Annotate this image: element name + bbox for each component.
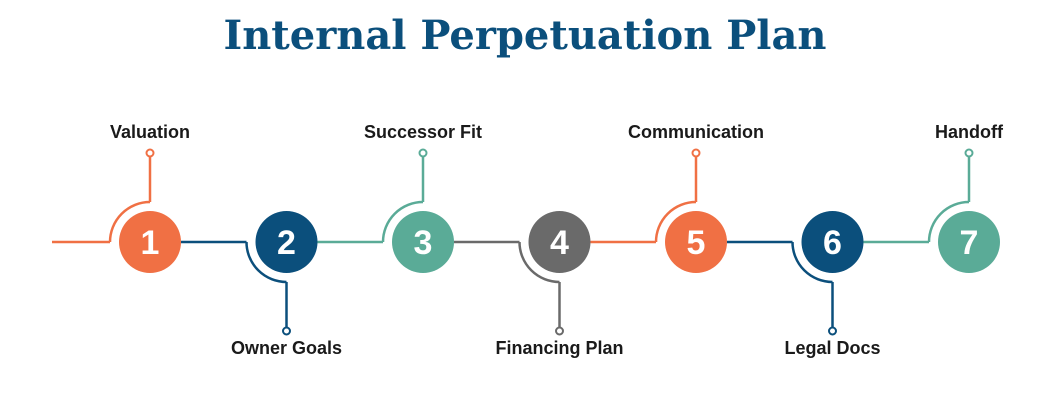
- page-title: Internal Perpetuation Plan: [223, 12, 827, 59]
- step-number-4: 4: [550, 224, 569, 262]
- step-marker-dot-7: [964, 148, 974, 158]
- step-marker-dot-1: [145, 148, 155, 158]
- step-label-4: Financing Plan: [495, 338, 623, 358]
- step-marker-dot-2: [282, 326, 291, 336]
- step-label-7: Handoff: [935, 122, 1004, 142]
- step-circle-3: [392, 211, 454, 273]
- step-arc-6: [791, 241, 833, 284]
- step-number-2: 2: [277, 224, 296, 262]
- step-label-5: Communication: [628, 122, 764, 142]
- step-label-2: Owner Goals: [231, 338, 342, 358]
- step-circle-6: [801, 211, 864, 273]
- step-circle-2: [255, 211, 318, 273]
- step-number-3: 3: [414, 224, 433, 262]
- step-marker-dot-3: [418, 148, 428, 158]
- step-circle-4: [528, 211, 591, 273]
- step-number-1: 1: [141, 224, 160, 262]
- step-circle-1: [119, 211, 181, 273]
- step-number-7: 7: [960, 224, 979, 262]
- step-arc-4: [518, 241, 560, 284]
- step-circle-5: [665, 211, 727, 273]
- step-label-1: Valuation: [110, 122, 190, 142]
- step-circle-7: [938, 211, 1000, 273]
- step-arc-1: [108, 200, 151, 243]
- step-marker-dot-5: [691, 148, 701, 158]
- step-number-5: 5: [687, 224, 706, 262]
- step-arc-5: [654, 200, 697, 243]
- step-label-6: Legal Docs: [784, 338, 880, 358]
- step-marker-dot-4: [555, 326, 564, 336]
- step-label-3: Successor Fit: [364, 122, 482, 142]
- step-arc-3: [381, 200, 424, 243]
- step-arc-2: [245, 241, 287, 284]
- step-number-6: 6: [823, 224, 842, 262]
- step-arc-7: [927, 200, 970, 243]
- step-marker-dot-6: [828, 326, 837, 336]
